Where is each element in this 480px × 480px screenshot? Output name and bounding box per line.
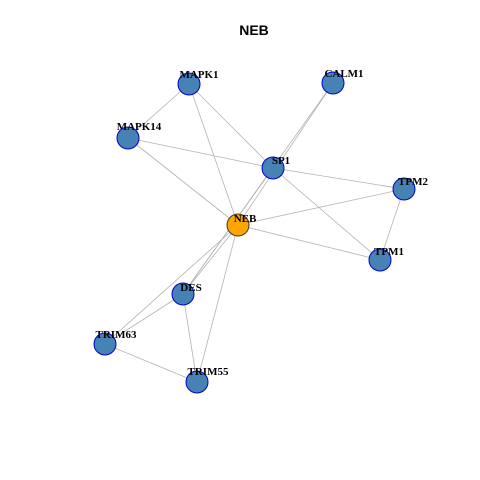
edge-tpm2-tpm1 — [379, 188, 405, 261]
node-label: DES — [180, 282, 201, 294]
node-tpm1: TPM1 — [368, 246, 404, 272]
edge-mapk1-neb — [188, 83, 239, 226]
node-trim63: TRIM63 — [93, 329, 137, 356]
node-label: NEB — [234, 213, 257, 225]
edge-mapk1-mapk14 — [127, 83, 190, 139]
edge-tpm1-neb — [237, 224, 381, 261]
edge-des-trim63 — [104, 293, 184, 345]
node-circle — [185, 370, 209, 394]
node-mapk1: MAPK1 — [177, 69, 219, 96]
node-circle — [261, 156, 285, 180]
edge-neb-des — [182, 224, 239, 295]
edge-mapk14-neb — [127, 137, 239, 226]
node-calm1: CALM1 — [321, 68, 364, 95]
node-circle — [321, 71, 345, 95]
edge-des-trim55 — [182, 293, 198, 383]
edge-neb-trim63 — [104, 224, 239, 345]
edge-trim63-trim55 — [104, 343, 198, 383]
node-circle — [368, 248, 392, 272]
node-circle — [392, 177, 416, 201]
node-trim55: TRIM55 — [185, 366, 229, 394]
node-label: CALM1 — [324, 68, 363, 80]
edge-tpm2-neb — [237, 188, 405, 226]
node-mapk14: MAPK14 — [116, 121, 162, 150]
node-label: MAPK14 — [117, 121, 162, 133]
edge-neb-trim55 — [196, 224, 239, 383]
node-circle — [177, 72, 201, 96]
node-label: TPM1 — [374, 246, 404, 258]
node-des: DES — [171, 282, 202, 306]
edge-calm1-neb — [237, 82, 334, 226]
node-label: TPM2 — [398, 176, 428, 188]
node-sp1: SP1 — [261, 155, 290, 180]
edge-sp1-tpm2 — [272, 167, 405, 190]
edge-sp1-des — [182, 167, 274, 295]
graph-title: NEB — [239, 22, 269, 38]
node-circle — [93, 332, 117, 356]
node-circle — [116, 126, 140, 150]
node-circle — [226, 213, 250, 237]
node-label: TRIM55 — [188, 366, 229, 378]
node-circle — [171, 282, 195, 306]
node-neb: NEB — [226, 213, 257, 237]
node-tpm2: TPM2 — [392, 176, 428, 201]
node-label: MAPK1 — [179, 69, 218, 81]
edge-mapk14-sp1 — [127, 137, 274, 169]
node-label: TRIM63 — [96, 329, 137, 341]
edge-mapk1-sp1 — [188, 83, 274, 169]
node-label: SP1 — [272, 155, 290, 167]
edge-sp1-tpm1 — [272, 167, 381, 261]
edges-layer — [104, 82, 405, 383]
